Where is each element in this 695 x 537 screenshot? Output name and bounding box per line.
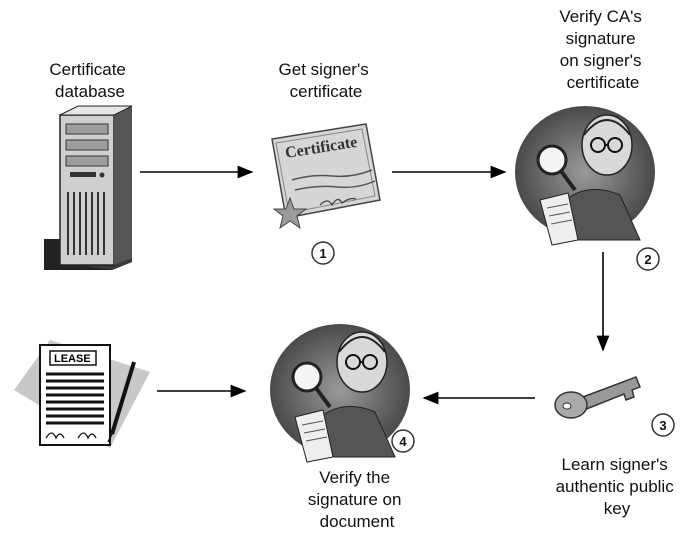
key-icon (554, 376, 641, 419)
certificate-icon: Certificate (271, 123, 381, 230)
inspector-icon-document (270, 324, 410, 463)
step-badge-3: 3 (651, 413, 675, 437)
svg-text:1: 1 (319, 246, 326, 261)
inspector-icon-ca (515, 106, 655, 246)
svg-text:3: 3 (659, 418, 666, 433)
verify-ca-label: Verify CA's signature on signer's certif… (559, 7, 646, 92)
learn-key-label: Learn signer's authentic public key (556, 455, 679, 518)
step-badge-4: 4 (391, 429, 415, 453)
server-icon (44, 105, 133, 270)
get-cert-label: Get signer's certificate (279, 60, 374, 101)
lease-title: LEASE (54, 353, 91, 365)
svg-text:2: 2 (644, 252, 651, 267)
svg-text:4: 4 (399, 434, 407, 449)
database-label: Certificate database (49, 60, 130, 101)
step-badge-2: 2 (636, 247, 660, 271)
step-badge-1: 1 (311, 241, 335, 265)
lease-document-icon: LEASE (14, 340, 150, 448)
verify-doc-label: Verify the signature on document (308, 468, 406, 531)
